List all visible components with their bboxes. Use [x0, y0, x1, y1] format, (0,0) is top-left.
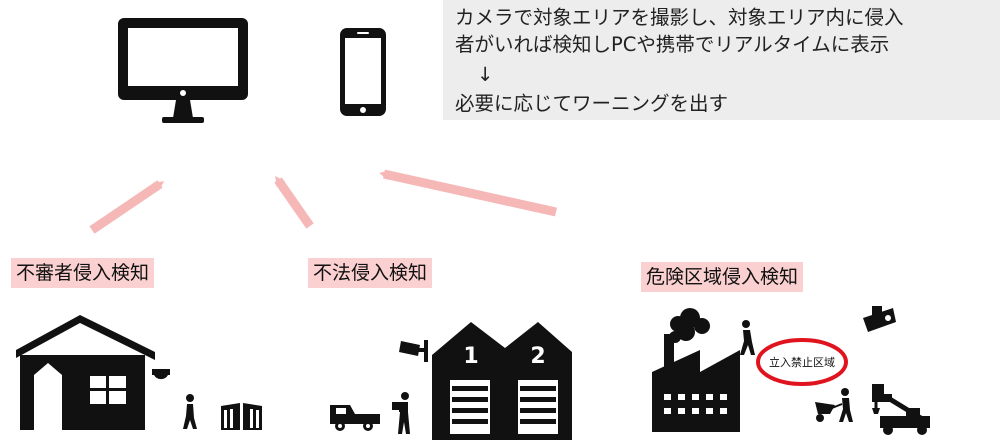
warehouse-icon: 1 2	[432, 322, 572, 440]
truck-icon	[330, 405, 380, 431]
warehouse-door-2: 2	[530, 344, 545, 369]
description-box: カメラで対象エリアを撮影し、対象エリア内に侵入 者がいれば検知しPCや携帯でリア…	[443, 0, 1000, 120]
gate-icon	[221, 403, 262, 430]
arrow-right	[379, 169, 557, 217]
warehouse-door-1: 1	[463, 344, 478, 369]
person-icon	[183, 394, 197, 429]
house-icon	[16, 315, 155, 430]
camera-icon	[863, 306, 896, 332]
no-entry-sign: 立入禁止区域	[756, 338, 848, 386]
no-entry-text: 立入禁止区域	[769, 355, 835, 369]
security-camera-icon	[152, 369, 170, 380]
smartphone-icon	[340, 28, 386, 116]
arrow-left	[89, 180, 165, 234]
label-intruder-detection: 不審者侵入検知	[11, 258, 155, 288]
label-illegal-intrusion: 不法侵入検知	[308, 258, 433, 288]
delivery-person-icon	[392, 392, 410, 434]
monitor-icon	[118, 18, 248, 123]
person-walking-icon	[740, 320, 755, 355]
description-line-4: 必要に応じてワーニングを出す	[455, 92, 729, 115]
security-camera-icon-2	[399, 340, 428, 362]
label-danger-zone: 危険区域侵入検知	[641, 262, 804, 292]
description-arrow: ↓	[477, 63, 494, 86]
factory-icon	[652, 308, 740, 432]
arrow-middle	[274, 175, 314, 229]
worker-wheelbarrow-icon	[815, 388, 853, 422]
description-line-1: カメラで対象エリアを撮影し、対象エリア内に侵入	[455, 6, 904, 29]
description-line-2: 者がいれば検知しPCや携帯でリアルタイムに表示	[455, 33, 890, 56]
crane-truck-icon	[872, 384, 930, 435]
